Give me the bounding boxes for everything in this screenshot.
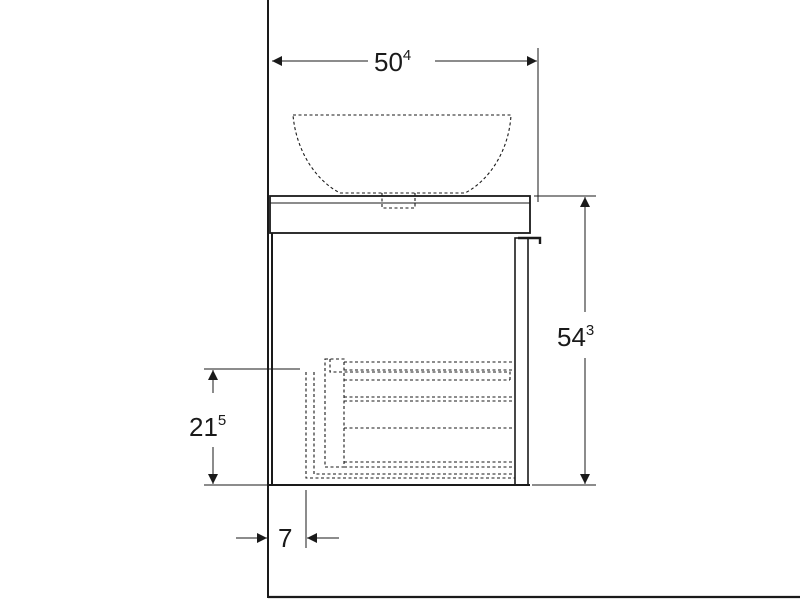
width-label: 504 xyxy=(374,47,411,77)
width-sup: 4 xyxy=(403,47,411,64)
cabinet-body xyxy=(268,233,542,486)
height-sup: 3 xyxy=(586,322,594,339)
drawer-height-value: 21 xyxy=(189,412,218,442)
height-value: 54 xyxy=(557,322,586,352)
wall-and-floor xyxy=(267,0,800,599)
height-dimension: 543 xyxy=(532,195,596,486)
width-dimension: 504 xyxy=(272,47,539,202)
washbasin-outline xyxy=(292,114,512,209)
drawer-height-label: 215 xyxy=(189,412,226,442)
height-label: 543 xyxy=(557,322,594,352)
setback-dimension: 7 xyxy=(236,490,339,553)
setback-label: 7 xyxy=(278,523,292,553)
width-value: 50 xyxy=(374,47,403,77)
drawer-height-dimension: 215 xyxy=(189,368,300,486)
setback-value: 7 xyxy=(278,523,292,553)
drawer-internals xyxy=(305,358,515,479)
countertop xyxy=(269,195,531,234)
drawer-height-sup: 5 xyxy=(218,412,226,429)
